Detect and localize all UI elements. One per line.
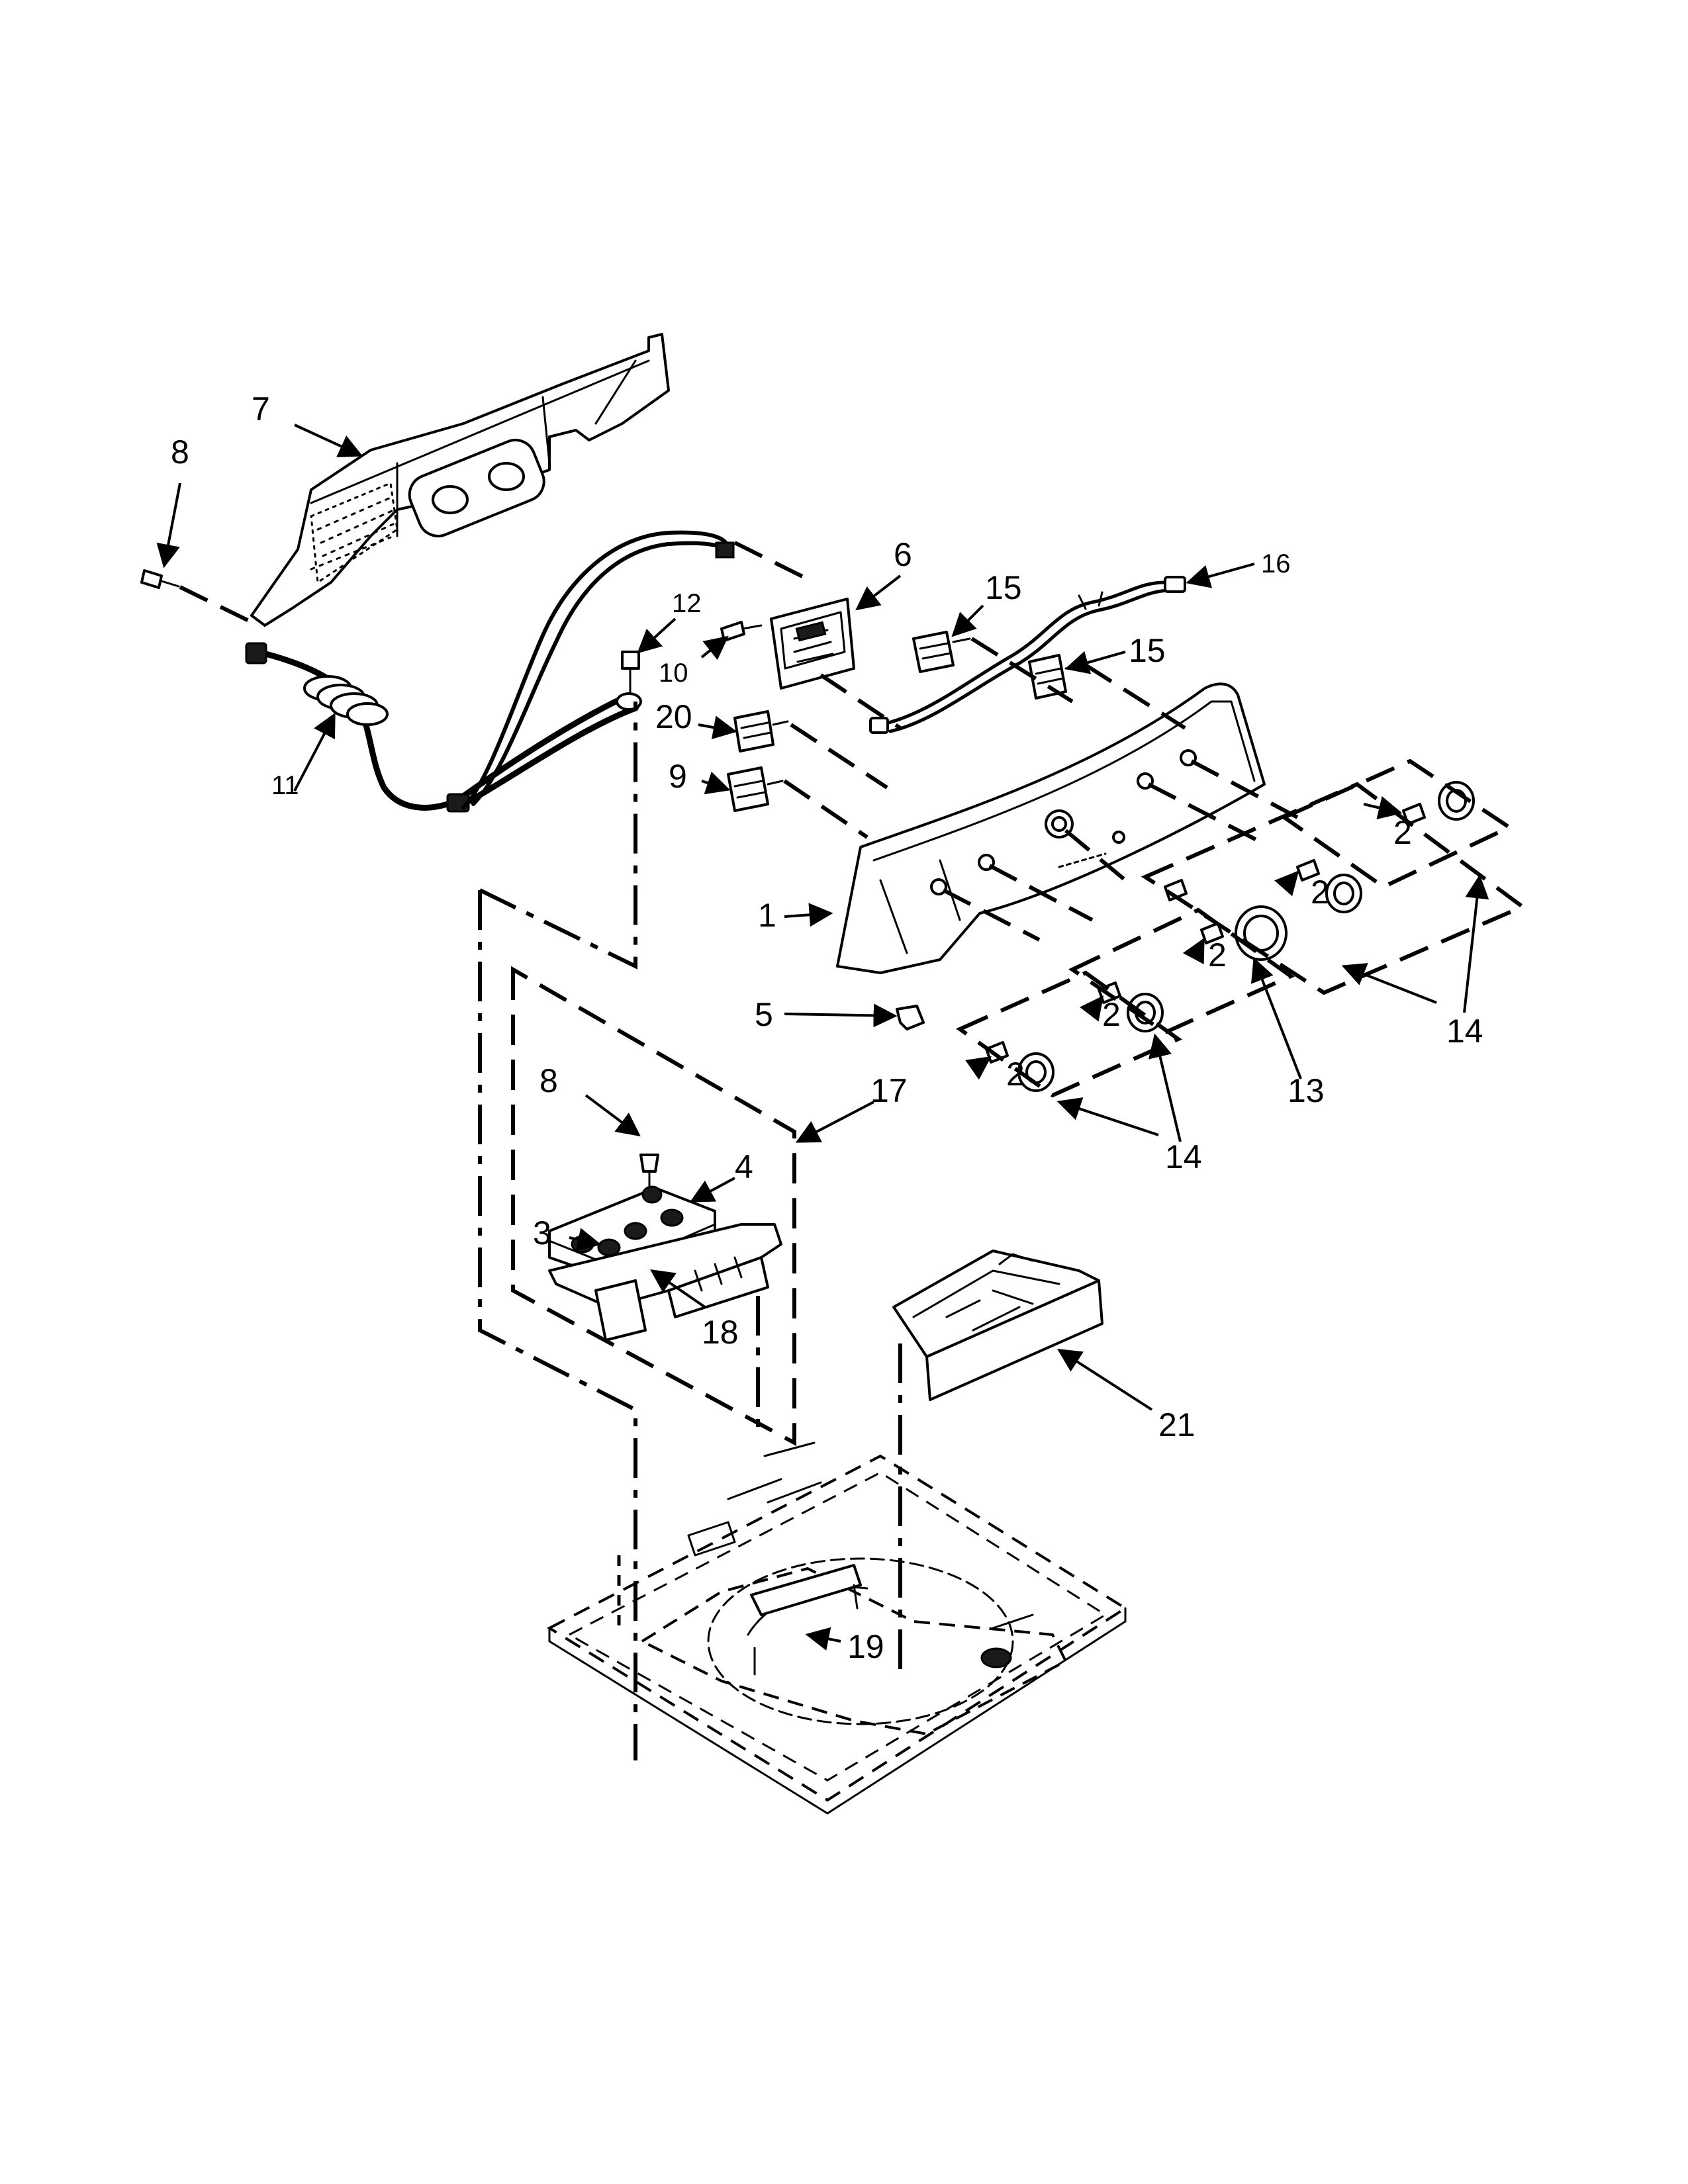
screw-upper bbox=[140, 569, 180, 589]
callout-8-lower: 8 bbox=[539, 1062, 558, 1099]
callout-16: 16 bbox=[1261, 549, 1291, 578]
callout-6: 6 bbox=[894, 536, 912, 573]
callout-20: 20 bbox=[655, 698, 692, 735]
knob-frame-2 bbox=[1068, 907, 1295, 1035]
valve-assembly bbox=[548, 1185, 782, 1342]
callout-2-c: 2 bbox=[1102, 996, 1121, 1033]
callout-8-upper: 8 bbox=[171, 433, 189, 471]
control-board bbox=[770, 598, 855, 690]
callout-12: 12 bbox=[672, 589, 702, 618]
switch-9 bbox=[727, 766, 784, 812]
callout-15-lower: 15 bbox=[1129, 632, 1166, 669]
callout-17: 17 bbox=[870, 1072, 908, 1109]
wire-harness bbox=[869, 576, 1186, 734]
callout-15-upper: 15 bbox=[985, 569, 1022, 606]
switch-15-upper bbox=[912, 631, 971, 673]
callout-2-b: 2 bbox=[1006, 1056, 1025, 1093]
callout-21: 21 bbox=[1158, 1406, 1196, 1443]
callout-18: 18 bbox=[702, 1314, 739, 1351]
callout-labels: 7 8 6 15 15 16 12 10 11 20 9 1 5 2 2 2 2… bbox=[171, 390, 1483, 1665]
callout-1: 1 bbox=[758, 897, 776, 934]
leader-lines bbox=[156, 424, 1489, 1651]
callout-13: 13 bbox=[1288, 1072, 1325, 1109]
knob-assembly-4 bbox=[1296, 859, 1362, 913]
knob-frame-1 bbox=[955, 970, 1183, 1098]
power-cord bbox=[245, 642, 641, 813]
callout-5: 5 bbox=[755, 996, 773, 1033]
callout-14-right: 14 bbox=[1446, 1013, 1483, 1050]
callout-4: 4 bbox=[735, 1148, 753, 1185]
callout-11: 11 bbox=[271, 771, 299, 800]
frame-inner bbox=[511, 966, 796, 1447]
knob-assembly-5 bbox=[1402, 781, 1475, 825]
callout-2-d: 2 bbox=[1208, 936, 1227, 974]
vent-holes bbox=[310, 482, 399, 584]
console-clip bbox=[896, 1005, 925, 1030]
dispenser-drawer bbox=[892, 1250, 1103, 1401]
callout-2-f: 2 bbox=[1393, 814, 1412, 851]
callout-3: 3 bbox=[533, 1214, 551, 1251]
knob-frame-3 bbox=[1280, 758, 1514, 889]
rear-console-cover bbox=[250, 333, 670, 627]
callout-2-e: 2 bbox=[1311, 874, 1329, 911]
switch-20 bbox=[733, 710, 789, 752]
callout-19: 19 bbox=[847, 1628, 884, 1665]
frame-outer bbox=[478, 702, 637, 1760]
callout-7: 7 bbox=[252, 390, 270, 428]
callout-14-lower: 14 bbox=[1165, 1138, 1202, 1175]
washer-top bbox=[546, 1441, 1128, 1815]
harness-loop bbox=[461, 530, 735, 809]
screw-10 bbox=[720, 621, 763, 642]
callout-10: 10 bbox=[659, 659, 688, 688]
callout-9: 9 bbox=[669, 758, 687, 795]
knob-frame-4 bbox=[1141, 782, 1526, 995]
ground-screw bbox=[616, 651, 642, 711]
